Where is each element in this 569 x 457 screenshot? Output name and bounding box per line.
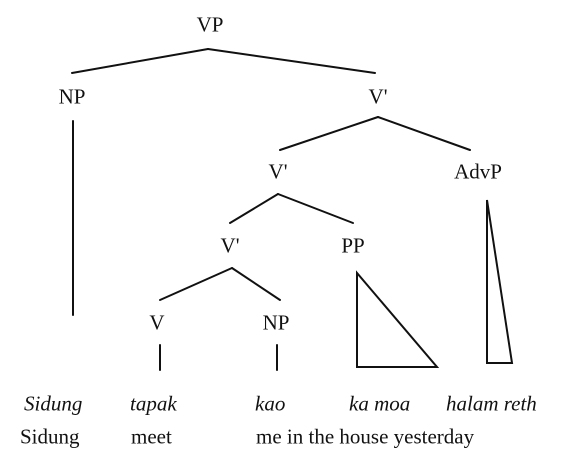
node-vp: VP [196, 12, 224, 37]
node-v: V [149, 310, 165, 335]
edge-vbar-v [159, 267, 233, 301]
word-halam-reth: halam reth [446, 391, 537, 416]
word-sidung: Sidung [24, 391, 83, 416]
node-np-object: NP [262, 310, 290, 335]
edge-vbar-pp [277, 193, 354, 224]
gloss-meet: meet [131, 424, 172, 449]
node-vbar-top: V' [368, 84, 388, 109]
word-tapak: tapak [130, 391, 177, 416]
edge-vp-np [71, 48, 209, 74]
pp-triangle [356, 270, 440, 368]
advp-triangle [486, 199, 514, 364]
edge-vbar-vbar-low [229, 193, 279, 224]
node-pp: PP [341, 233, 365, 258]
gloss-sidung: Sidung [20, 424, 80, 449]
edge-vp-vbar [207, 48, 376, 74]
node-vbar-mid: V' [268, 159, 288, 184]
edge-vbar-np-object [231, 267, 281, 301]
node-np-subject: NP [58, 84, 86, 109]
node-advp: AdvP [454, 159, 502, 184]
word-ka-moa: ka moa [349, 391, 411, 416]
node-vbar-low: V' [220, 233, 240, 258]
gloss-rest: me in the house yesterday [256, 424, 475, 449]
edge-vbar-advp [377, 116, 471, 151]
edge-vbar-vbar [279, 116, 379, 151]
word-kao: kao [255, 391, 286, 416]
